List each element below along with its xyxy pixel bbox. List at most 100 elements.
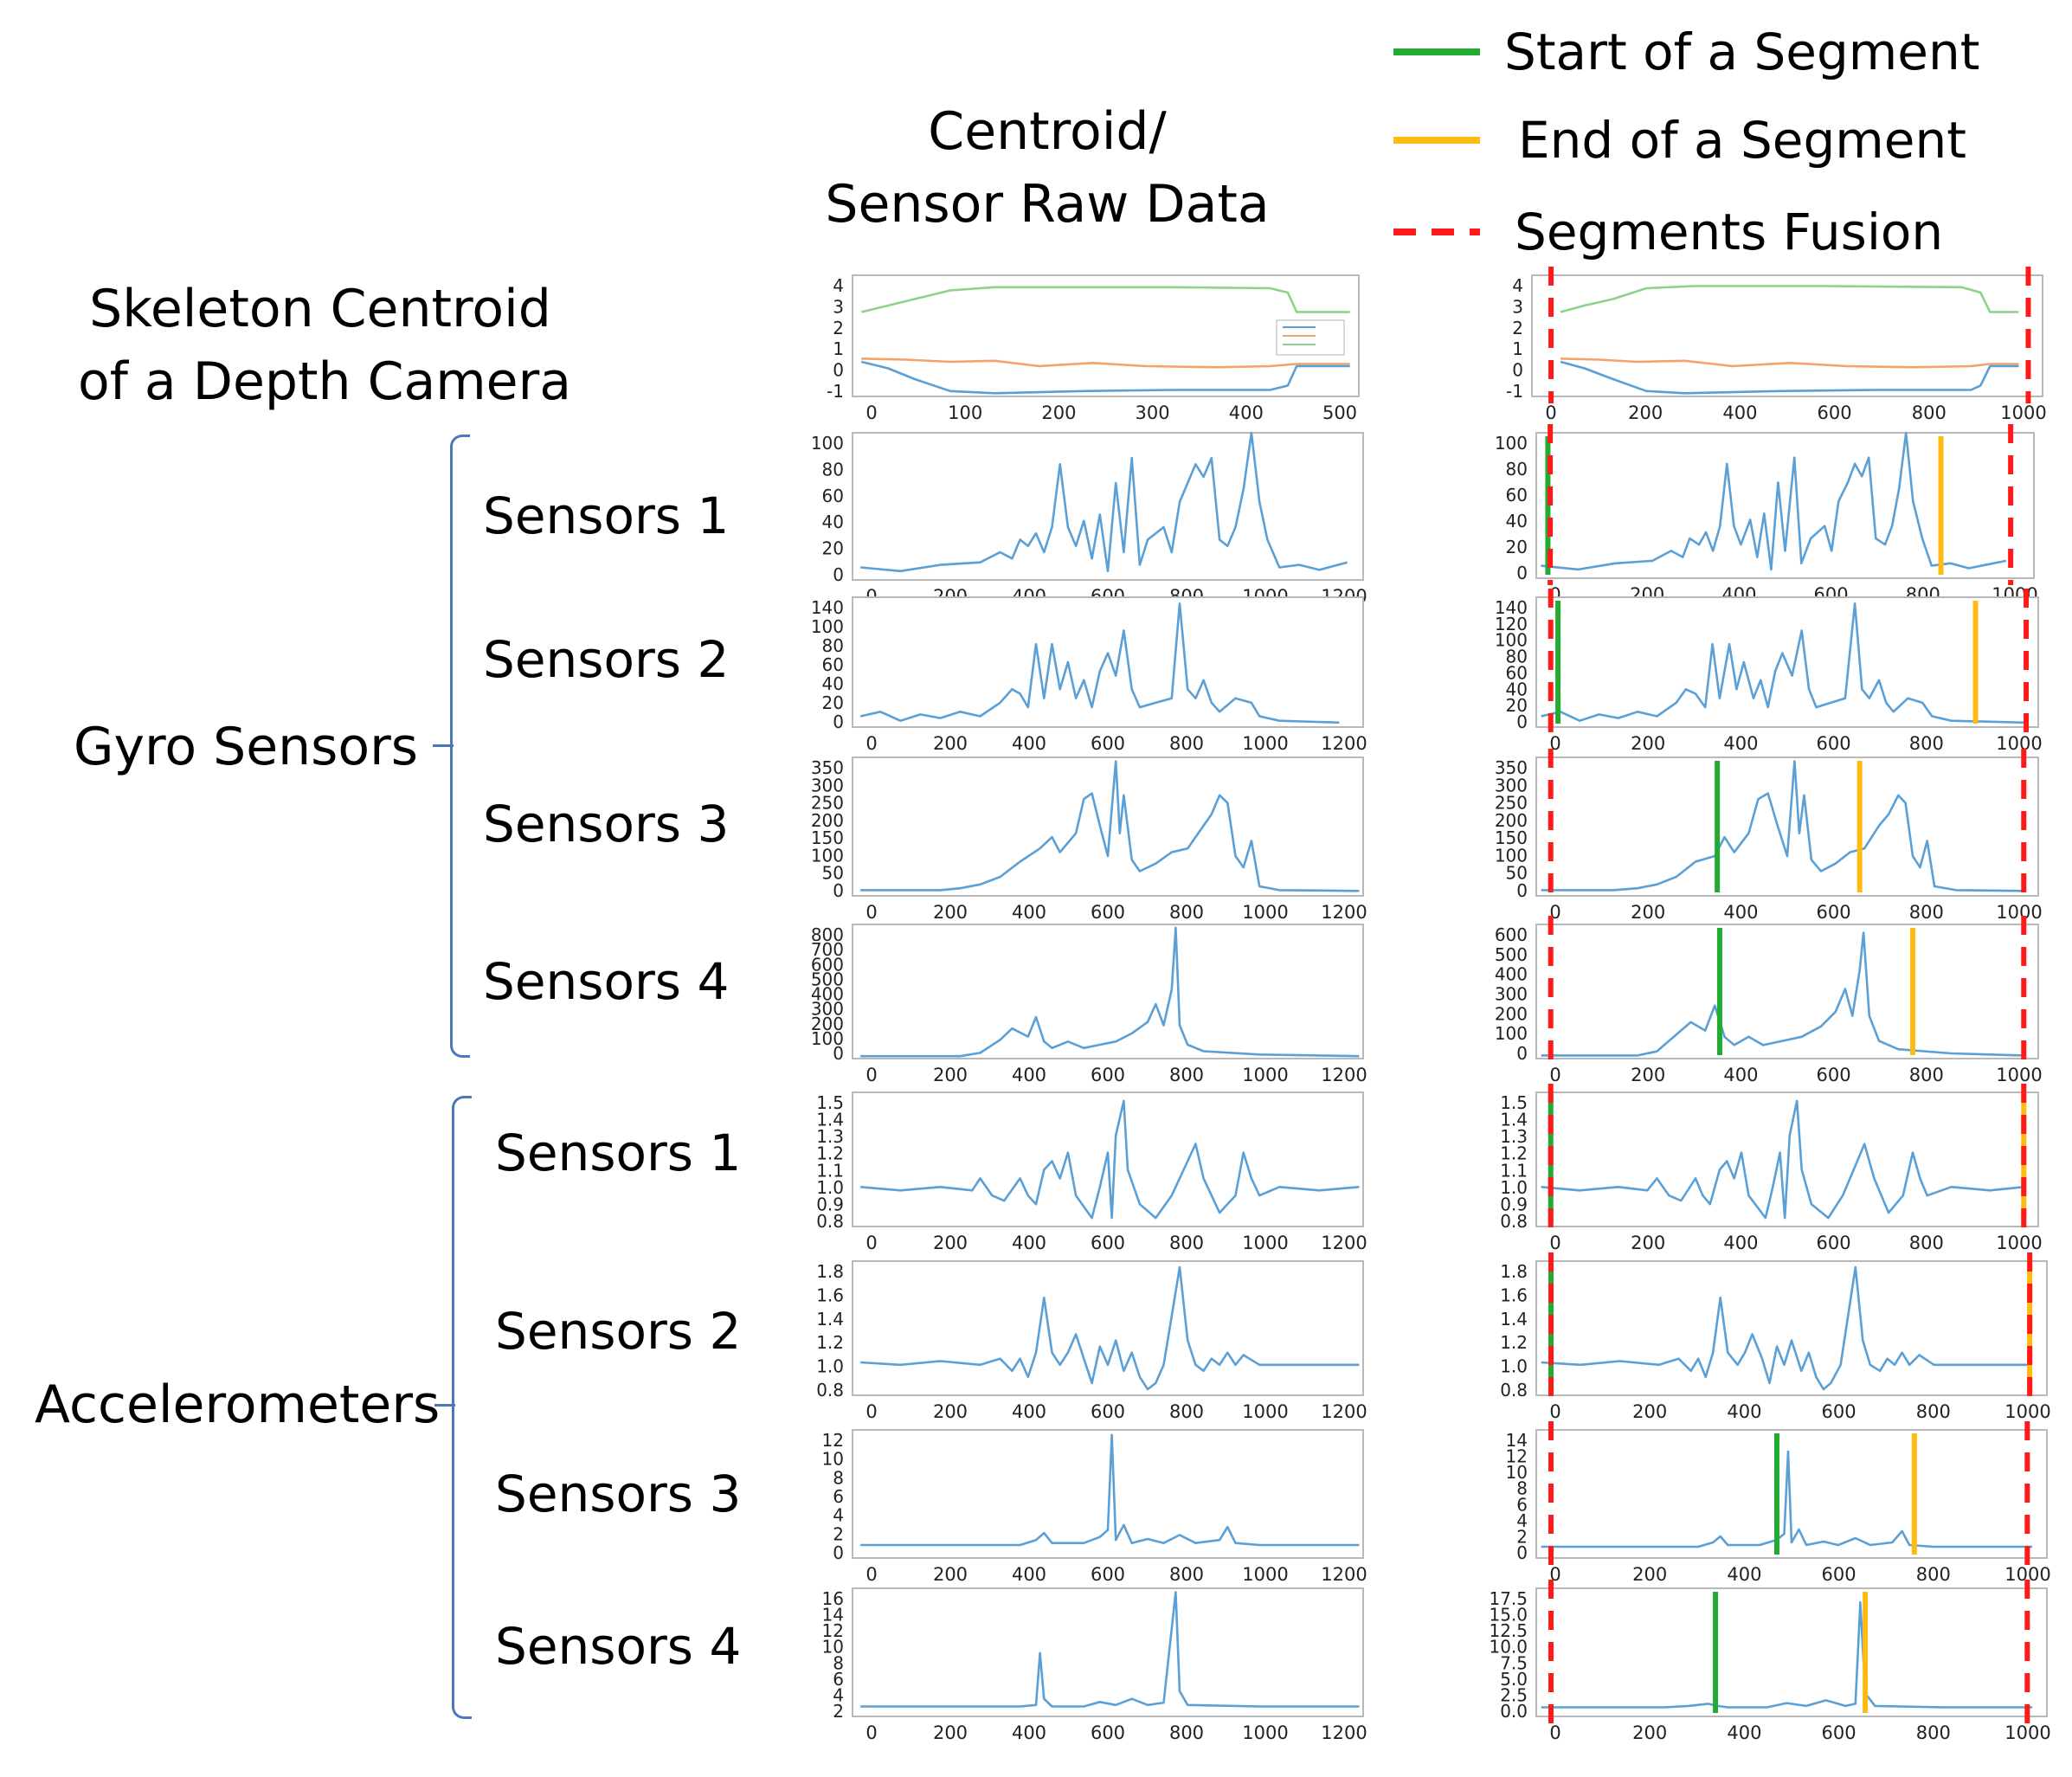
y-tick-label: 400	[811, 984, 844, 1005]
x-tick-label: 1200	[1321, 1233, 1367, 1253]
y-tick-label: 12	[822, 1430, 844, 1451]
y-tick-label: 0	[1516, 1043, 1528, 1064]
series-line-blue	[860, 431, 1348, 573]
y-tick-label: 80	[822, 459, 844, 480]
y-tick-label: 6	[1516, 1494, 1528, 1515]
x-tick-label: 200	[1632, 1722, 1667, 1743]
plot-frame	[852, 1429, 1364, 1559]
x-tick-label: 400	[1012, 733, 1046, 754]
x-tick-label: 800	[1169, 1065, 1204, 1085]
row-label-gyro-4: Sensors 4	[483, 952, 730, 1011]
y-tick-label: 600	[1495, 924, 1528, 945]
series-line-blue	[1541, 760, 2024, 892]
y-tick-label: 0	[1516, 563, 1528, 583]
centroid-mini-legend	[1276, 319, 1345, 356]
series-line-blue	[1560, 360, 2019, 395]
x-tick-label: 200	[933, 902, 968, 923]
x-tick-label: 600	[1091, 733, 1125, 754]
y-tick-label: 150	[1495, 827, 1528, 848]
x-tick-label: 1200	[1321, 1065, 1367, 1085]
x-tick-label: 400	[1723, 1065, 1758, 1085]
x-tick-label: 600	[1091, 1065, 1125, 1085]
x-tick-label: 0	[865, 1233, 877, 1253]
x-tick-label: 400	[1723, 902, 1758, 923]
y-tick-label: 140	[811, 597, 844, 618]
y-tick-label: 8	[1516, 1478, 1528, 1499]
y-tick-label: 50	[1506, 863, 1528, 884]
x-tick-label: 1000	[1242, 733, 1288, 754]
x-tick-label: 800	[1912, 402, 1947, 423]
series-line-blue	[859, 602, 1340, 724]
accel-bracket	[452, 1096, 472, 1719]
plot-frame	[852, 1260, 1364, 1396]
y-tick-label: 1.0	[816, 1356, 844, 1377]
y-tick-label: 0	[833, 360, 844, 381]
x-tick-label: 0	[1549, 1233, 1560, 1253]
x-tick-label: 1000	[2004, 1722, 2050, 1743]
y-tick-label: 1.6	[1500, 1284, 1528, 1305]
y-tick-label: 50	[822, 863, 844, 884]
plot-frame	[852, 924, 1364, 1059]
series-line-blue	[860, 360, 1350, 395]
y-tick-label: 20	[822, 692, 844, 713]
y-tick-label: 8	[833, 1652, 844, 1673]
y-tick-label: 4	[833, 1684, 844, 1705]
legend-end: End of a Segment	[1393, 111, 1966, 170]
y-tick-label: 350	[1495, 757, 1528, 778]
x-tick-label: 0	[865, 402, 877, 423]
x-tick-label: 600	[1817, 733, 1851, 754]
series-line-blue	[1541, 1450, 2032, 1548]
x-tick-label: 600	[1817, 1233, 1851, 1253]
y-tick-label: 2	[833, 318, 844, 338]
x-tick-label: 800	[1916, 1564, 1951, 1585]
y-tick-label: 10	[1506, 1462, 1528, 1483]
x-tick-label: 400	[1012, 1065, 1046, 1085]
y-tick-label: 500	[1495, 944, 1528, 965]
x-tick-label: 200	[933, 1233, 968, 1253]
y-tick-label: 1.1	[816, 1160, 844, 1181]
y-tick-label: 12.5	[1489, 1620, 1528, 1641]
series-line-green	[860, 286, 1350, 313]
x-tick-label: 200	[1631, 1065, 1665, 1085]
y-tick-label: 1.0	[1500, 1356, 1528, 1377]
plot-frame	[1535, 1587, 2048, 1717]
y-tick-label: 15.0	[1489, 1605, 1528, 1626]
x-tick-label: 0	[1545, 402, 1556, 423]
y-tick-label: 250	[811, 793, 844, 814]
y-tick-label: 800	[811, 924, 844, 945]
y-tick-label: 0	[833, 880, 844, 901]
x-tick-label: 200	[933, 733, 968, 754]
x-tick-label: 1000	[1242, 1722, 1288, 1743]
legend-start-label: Start of a Segment	[1504, 23, 1980, 81]
column-header-line1: Centroid/	[928, 101, 1167, 162]
y-tick-label: 7.5	[1500, 1652, 1528, 1673]
y-tick-label: 250	[1495, 793, 1528, 814]
y-tick-label: -1	[827, 381, 844, 402]
x-tick-label: 400	[1012, 1233, 1046, 1253]
x-tick-label: 800	[1169, 733, 1204, 754]
series-line-blue	[1541, 431, 2007, 571]
y-tick-label: 1.0	[816, 1177, 844, 1198]
x-tick-label: 400	[1727, 1401, 1761, 1422]
x-tick-label: 200	[933, 1564, 968, 1585]
x-tick-label: 200	[933, 1401, 968, 1422]
x-tick-label: 1000	[1242, 1401, 1288, 1422]
x-tick-label: 800	[1909, 902, 1944, 923]
x-tick-label: 400	[1012, 1401, 1046, 1422]
y-tick-label: 4	[1512, 275, 1523, 296]
x-tick-label: 600	[1817, 1065, 1851, 1085]
y-tick-label: 4	[833, 1505, 844, 1526]
y-tick-label: 10	[822, 1449, 844, 1470]
x-tick-label: 1000	[1996, 1233, 2042, 1253]
plot-frame	[852, 432, 1364, 581]
legend-start-swatch	[1393, 48, 1480, 55]
plot-frame	[1535, 432, 2035, 579]
x-tick-label: 600	[1817, 902, 1851, 923]
y-tick-label: 40	[822, 673, 844, 694]
y-tick-label: 8	[833, 1467, 844, 1488]
series-line-blue	[1541, 602, 2024, 724]
